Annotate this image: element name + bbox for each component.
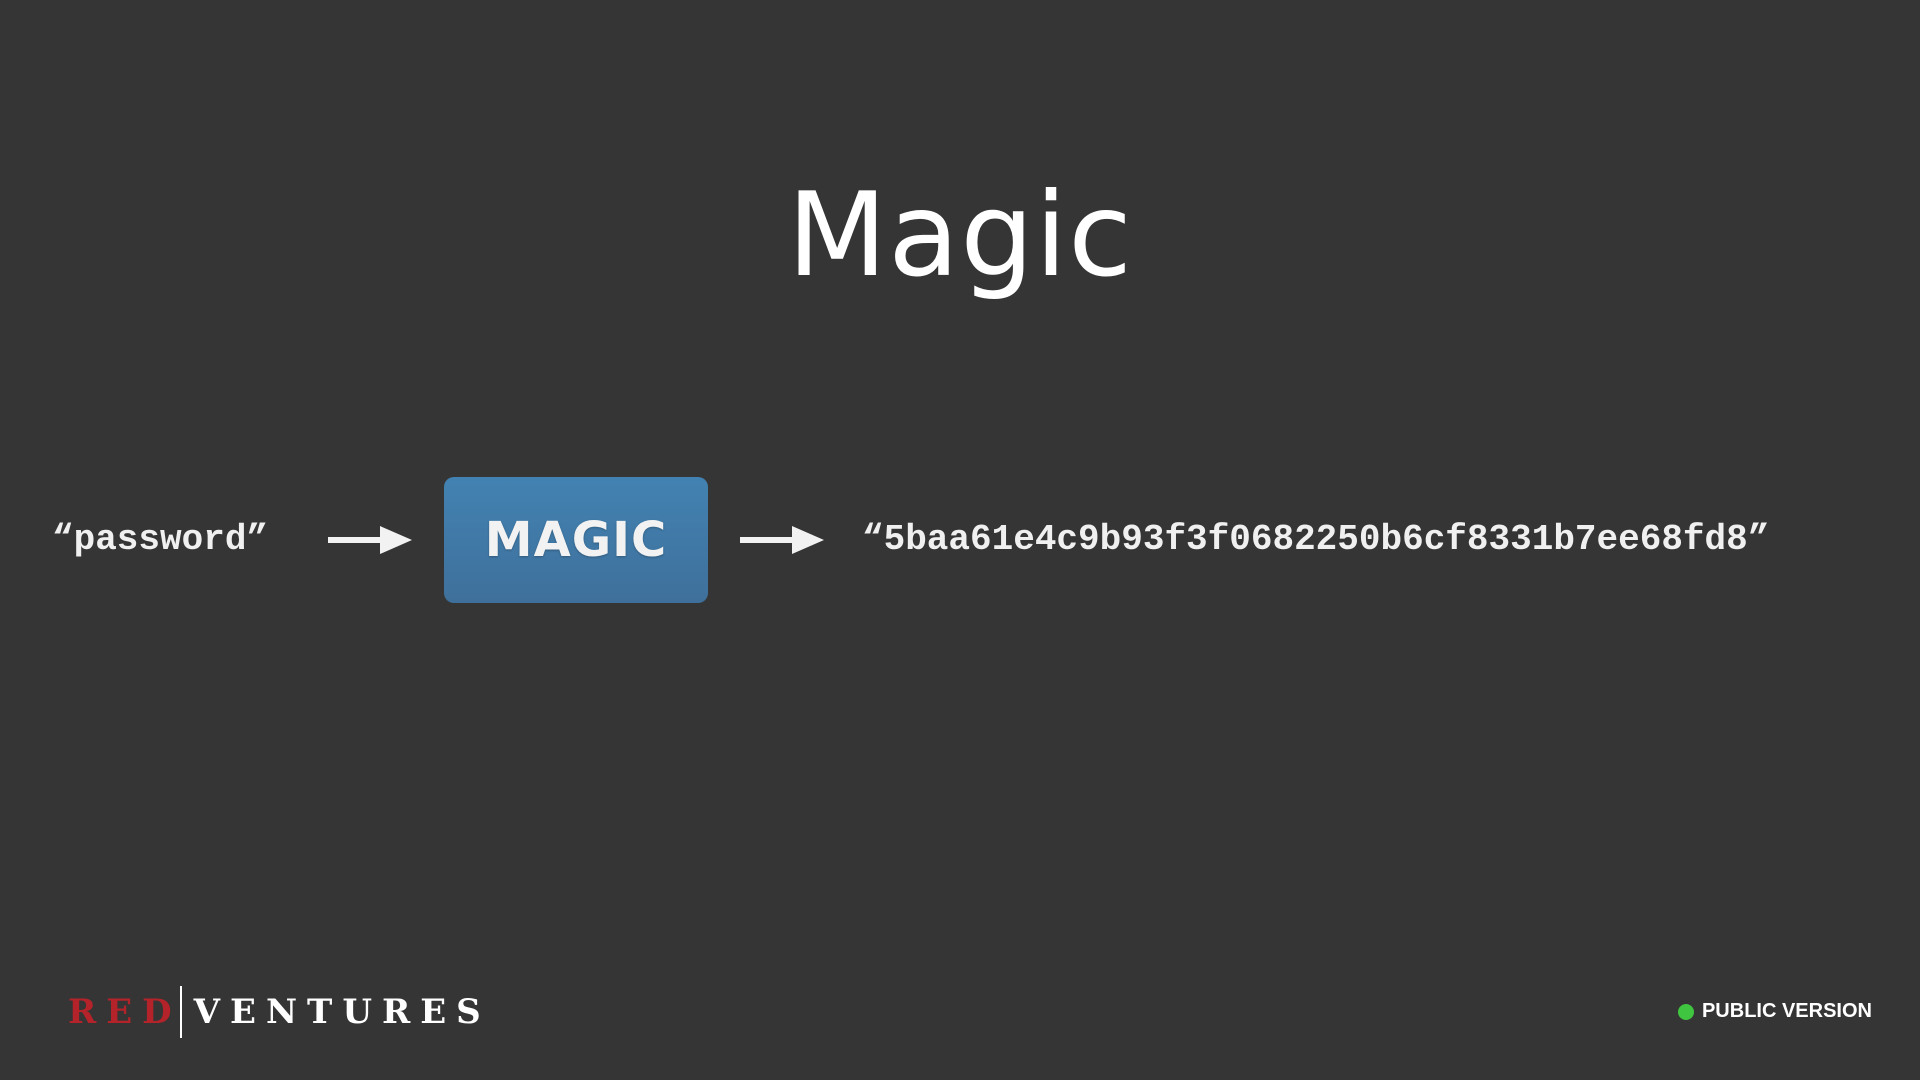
logo-red-text: RED [68, 992, 182, 1032]
red-ventures-logo: RED VENTURES [68, 986, 491, 1038]
input-string: “password” [52, 519, 269, 560]
status-label: PUBLIC VERSION [1701, 1000, 1872, 1022]
arrow-right-icon [328, 526, 412, 554]
output-hash: “5baa61e4c9b93f3f0682250b6cf8331b7ee68fd… [862, 519, 1770, 560]
magic-process-label: MAGIC [484, 512, 668, 568]
logo-ventures-text: VENTURES [193, 992, 491, 1032]
slide-title: Magic [787, 167, 1133, 303]
public-version-status: PUBLIC VERSION [1677, 1000, 1872, 1023]
logo-divider [179, 986, 182, 1038]
magic-process-box: MAGIC [444, 477, 708, 603]
arrow-right-icon [740, 526, 824, 554]
status-dot-icon [1677, 1003, 1694, 1020]
